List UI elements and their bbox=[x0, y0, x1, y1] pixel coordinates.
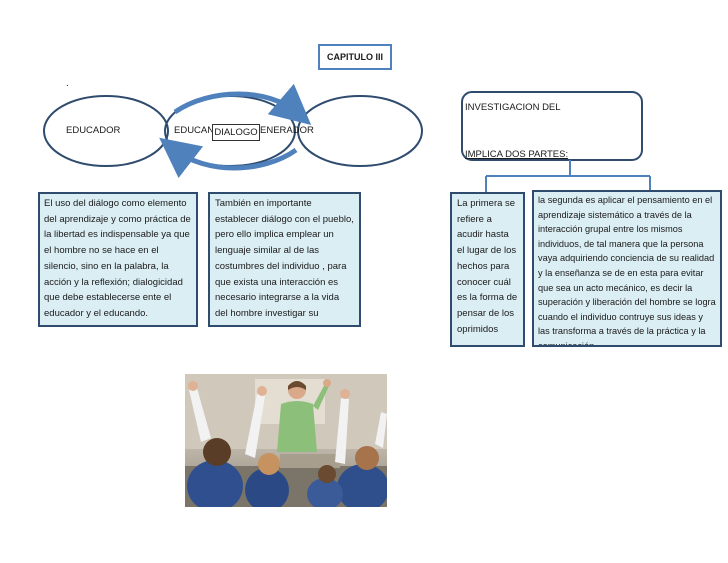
classroom-illustration bbox=[185, 374, 387, 507]
primera-parte-text: La primera se refiere a acudir hasta el … bbox=[457, 198, 518, 335]
primera-parte-box: La primera se refiere a acudir hasta el … bbox=[450, 192, 525, 347]
educador-label: EDUCADOR bbox=[66, 125, 121, 136]
cycle-arrow-bottom bbox=[159, 137, 298, 179]
segunda-parte-text: la segunda es aplicar el pensamiento en … bbox=[538, 195, 716, 347]
chapter-title: CAPITULO III bbox=[318, 44, 392, 70]
investigacion-label: INVESTIGACION DEL bbox=[465, 102, 561, 113]
pueblo-description-box: También en importante establecer diálogo… bbox=[208, 192, 361, 327]
stray-dot: . bbox=[66, 78, 69, 89]
dialogo-description-text: El uso del diálogo como elemento del apr… bbox=[44, 198, 191, 319]
segunda-parte-box: la segunda es aplicar el pensamiento en … bbox=[532, 190, 722, 347]
generador-ellipse bbox=[297, 95, 423, 167]
educador-ellipse bbox=[43, 95, 169, 167]
classroom-photo bbox=[185, 374, 387, 507]
educando-label: EDUCAN bbox=[174, 125, 215, 136]
cycle-arrow-top bbox=[173, 83, 312, 126]
dialogo-label: DIALOGO bbox=[212, 124, 260, 141]
investigacion-rect bbox=[461, 91, 643, 161]
generador-label: ENERADOR bbox=[260, 125, 314, 136]
implica-label: IMPLICA DOS PARTES: bbox=[465, 149, 569, 160]
pueblo-description-text: También en importante establecer diálogo… bbox=[215, 198, 354, 325]
dialogo-description-box: El uso del diálogo como elemento del apr… bbox=[38, 192, 198, 327]
